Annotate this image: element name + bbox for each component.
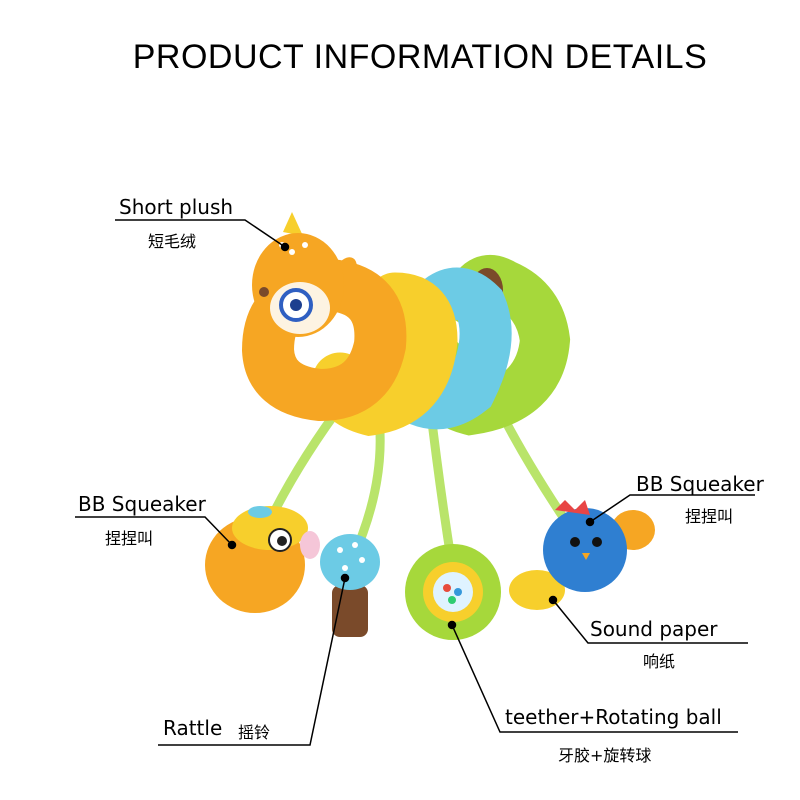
callout-dot-rattle [340,573,350,583]
callout-line-bb-right [589,494,755,523]
callout-dot-bb-left [227,540,237,550]
callout-dot-sound-paper [548,595,558,605]
label-bb-squeaker-right-cn: 捏捏叫 [685,507,734,526]
deer-horn [283,212,303,236]
label-short-plush-cn: 短毛绒 [148,232,197,251]
mushroom-cap [320,534,380,590]
label-bb-squeaker-right-en: BB Squeaker [636,472,764,496]
orange-coil [241,259,407,422]
label-rattle-en: Rattle [163,716,223,740]
giraffe-squeaker [205,506,320,613]
callout-line-rattle [158,577,346,746]
mushroom-rattle [320,534,380,637]
label-rattle-cn: 摇铃 [238,723,271,742]
blue-coil [394,267,512,430]
callout-line-teether [451,624,738,733]
label-sound-paper-cn: 响纸 [643,652,676,671]
callout-line-bb-left [75,516,233,546]
bird-beak [582,553,590,560]
label-teether-cn: 牙胶+旋转球 [558,746,652,765]
callout-line-sound-paper [552,599,748,644]
bird-eye-left [570,537,580,547]
deer-nose [259,287,269,297]
callout-line-short-plush [115,219,286,248]
page-title: PRODUCT INFORMATION DETAILS [132,38,708,76]
label-short-plush-en: Short plush [119,195,234,219]
bird-eye-right [592,537,602,547]
label-teether-en: teether+Rotating ball [505,705,722,729]
callout-dot-teether [447,620,457,630]
bird-squeaker [509,500,655,610]
deer-pupil [290,299,302,311]
deer-head [252,212,357,337]
giraffe-horn [248,506,272,518]
flower-teether [405,544,501,640]
bird-body [543,508,627,592]
label-bb-squeaker-left-cn: 捏捏叫 [105,529,154,548]
rotating-ball [433,572,473,612]
giraffe-ear [300,531,320,559]
spiral-body [241,255,571,437]
label-bb-squeaker-left-en: BB Squeaker [78,492,206,516]
label-sound-paper-en: Sound paper [590,617,718,641]
callout-lines [75,219,755,746]
bird-crest [555,500,590,515]
callout-dot-bb-right [585,517,595,527]
callout-dot-short-plush [280,242,290,252]
